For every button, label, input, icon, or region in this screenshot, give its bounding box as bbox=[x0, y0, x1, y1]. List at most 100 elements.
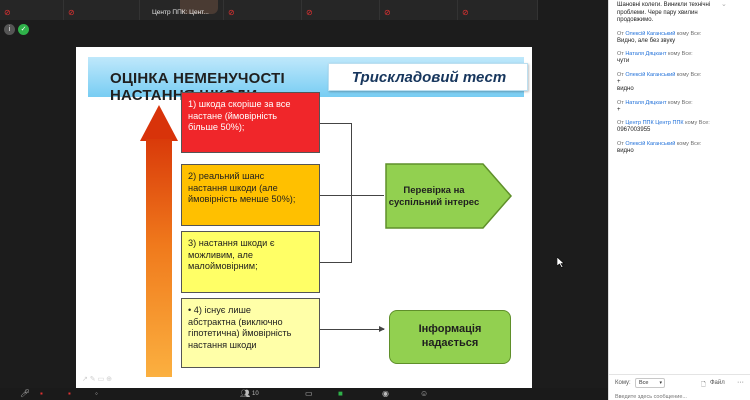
chat-sender: От Наталя Дяцкант кому Все: bbox=[617, 51, 693, 57]
chat-message-text: 0967003955 bbox=[617, 127, 651, 133]
chat-message: От Наталя Дяцкант кому Все:+ bbox=[617, 100, 749, 115]
participant-thumbnail[interactable]: ⊘ bbox=[380, 0, 458, 20]
chat-message-text: Видно, але без звуку bbox=[617, 37, 676, 44]
participant-thumbnail[interactable]: ⊘ bbox=[224, 0, 302, 20]
file-button[interactable]: Файл bbox=[710, 380, 725, 386]
more-options-icon[interactable]: ··· bbox=[737, 379, 744, 386]
chat-sender: От Наталя Дяцкант кому Все: bbox=[617, 99, 693, 106]
information-provided-box bbox=[389, 310, 511, 364]
harm-level-text: абстрактна (виключно bbox=[188, 316, 283, 327]
security-icon[interactable]: ◦ bbox=[95, 389, 98, 398]
chat-message: От Олексій Каганський кому Все:Видно, ал… bbox=[617, 31, 749, 46]
test-title: Трискладовий тест bbox=[351, 69, 507, 86]
chat-message: От Центр ППК Центр ППК кому Все:09670039… bbox=[617, 120, 749, 135]
muted-mic-icon: ⊘ bbox=[228, 8, 235, 17]
chat-message-text: + bbox=[617, 106, 621, 113]
muted-mic-icon: ⊘ bbox=[4, 8, 11, 17]
chat-message: От Олексій Каганський кому Все:+видно bbox=[617, 72, 749, 94]
share-screen-icon[interactable]: ■ bbox=[338, 389, 343, 398]
recipient-select[interactable]: Все ▾ bbox=[635, 378, 665, 388]
muted-mic-icon: ⊘ bbox=[306, 8, 313, 17]
muted-mic-icon: ⊘ bbox=[68, 8, 75, 17]
participant-thumbnail[interactable]: ⊘ bbox=[0, 0, 64, 20]
meeting-status-icons: i ✓ bbox=[4, 24, 34, 36]
meeting-toolbar: 🎤︎ ▪ ▪ ◦ 👥︎ 10 ▭ ■ ◉ ☺ bbox=[0, 388, 608, 400]
participant-thumbnail[interactable]: ⊘ bbox=[302, 0, 380, 20]
video-off-icon[interactable]: ▪ bbox=[40, 389, 43, 398]
participant-video bbox=[180, 0, 218, 14]
harm-level-text: настане (ймовірність bbox=[188, 110, 278, 121]
chat-message: От Олексій Каганський кому Все:видно bbox=[617, 141, 749, 156]
connector-arrow-icon bbox=[379, 326, 385, 332]
connector bbox=[320, 195, 351, 196]
harm-level-text: 3) настання шкоди є bbox=[188, 238, 275, 248]
harm-level-text: • 4) існує лише bbox=[188, 305, 252, 315]
mouse-cursor-icon bbox=[557, 257, 565, 268]
connector bbox=[351, 195, 384, 196]
harm-level-text: малоймовірним; bbox=[188, 261, 258, 271]
microphone-icon[interactable]: 🎤︎ bbox=[20, 389, 31, 398]
participant-thumbnail[interactable]: ⊘ bbox=[458, 0, 538, 20]
chat-toolbar-icon[interactable]: ▭ bbox=[305, 389, 313, 398]
file-icon[interactable]: 🗋︎ bbox=[701, 382, 706, 388]
chat-message-text: видно bbox=[617, 86, 634, 92]
harm-level-text: 2) реальний шанс bbox=[188, 171, 265, 181]
shared-slide: ОЦІНКА НЕМЕНУЧОСТІ НАСТАННЯ ШКОДИ Трискл… bbox=[76, 47, 532, 389]
harm-level-text: настання шкоди (але bbox=[188, 182, 278, 193]
probability-arrow bbox=[146, 139, 172, 377]
chat-message-text: проблеми. Чере пару хвилин bbox=[617, 9, 698, 16]
camera-icon[interactable]: ▪ bbox=[68, 389, 71, 398]
chat-sender: От Олексій Каганський кому Все: bbox=[617, 30, 702, 37]
participant-thumbnail[interactable]: ⊘ bbox=[64, 0, 140, 20]
participants-icon[interactable]: 👥︎ bbox=[240, 389, 251, 398]
harm-level-text: гіпотетична) ймовірність bbox=[188, 328, 292, 338]
participant-thumbnail[interactable]: Центр ППК: Цент... bbox=[140, 0, 224, 20]
info-icon[interactable]: i bbox=[4, 24, 15, 35]
slide-title-bar: ОЦІНКА НЕМЕНУЧОСТІ НАСТАННЯ ШКОДИ Трискл… bbox=[88, 57, 528, 103]
harm-level-text: можливим, але bbox=[188, 249, 253, 260]
chat-message-text: + bbox=[617, 78, 621, 85]
chat-message-text: Шановні колеги. Виникли технічні bbox=[617, 2, 711, 8]
connector bbox=[320, 123, 351, 124]
to-label: Кому: bbox=[615, 380, 631, 386]
chat-sender: От Олексій Каганський кому Все: bbox=[617, 71, 702, 78]
test-title-box: Трискладовий тест bbox=[328, 63, 528, 91]
public-interest-label: Перевірка на суспільний інтерес bbox=[388, 185, 480, 208]
connector bbox=[351, 123, 352, 263]
participant-name: Центр ППК: Цент... bbox=[152, 9, 209, 16]
harm-level-text: настання шкоди bbox=[188, 339, 257, 350]
connector bbox=[320, 262, 351, 263]
chevron-down-icon: ▾ bbox=[659, 380, 662, 386]
muted-mic-icon: ⊘ bbox=[384, 8, 391, 17]
chat-message: От Наталя Дяцкант кому Все:чути bbox=[617, 51, 749, 66]
chat-message-text: чути bbox=[617, 58, 630, 64]
harm-level-text: ймовірність менше 50%); bbox=[188, 194, 296, 204]
chat-sender: От Олексій Каганський кому Все: bbox=[617, 140, 702, 147]
chat-footer: Кому: Все ▾ 🗋︎ Файл ··· bbox=[609, 374, 750, 400]
probability-arrow-head bbox=[140, 105, 178, 141]
information-provided-label: Інформація надається bbox=[418, 323, 482, 349]
harm-level-text: 1) шкода скоріше за все bbox=[188, 99, 291, 109]
public-interest-arrow bbox=[385, 163, 512, 229]
record-icon[interactable]: ◉ bbox=[382, 389, 389, 398]
participant-thumbnail-strip: ⊘ ⊘ Центр ППК: Цент... ⊘ ⊘ ⊘ ⊘ bbox=[0, 0, 608, 20]
harm-level-text: більше 50%); bbox=[188, 122, 245, 132]
presenter-tools[interactable]: ↗ ✎ ▭ ⊕ bbox=[82, 376, 113, 383]
chat-message-text: продовжимо. bbox=[617, 17, 654, 23]
chevron-down-icon[interactable]: ⌄ bbox=[721, 1, 727, 8]
shield-icon[interactable]: ✓ bbox=[18, 24, 29, 35]
connector bbox=[320, 329, 384, 330]
reactions-icon[interactable]: ☺ bbox=[420, 389, 429, 398]
chat-message-text: видно bbox=[617, 147, 634, 154]
video-area: ⊘ ⊘ Центр ППК: Цент... ⊘ ⊘ ⊘ ⊘ i ✓ ОЦІНКА НЕМЕ… bbox=[0, 0, 608, 400]
muted-mic-icon: ⊘ bbox=[462, 8, 469, 17]
chat-message-input[interactable] bbox=[615, 392, 745, 400]
chat-sender: От Центр ППК Центр ППК кому Все: bbox=[617, 120, 710, 126]
